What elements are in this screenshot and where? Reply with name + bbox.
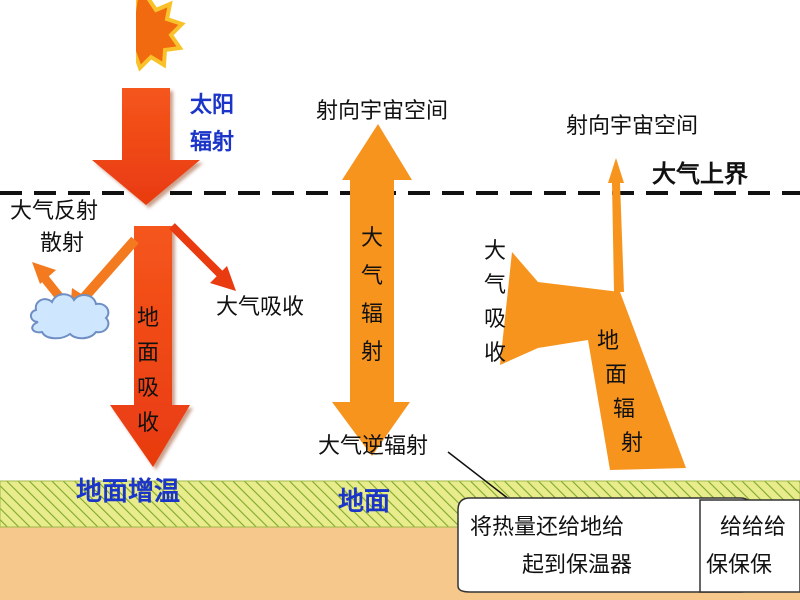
solar-radiation-label-2: 辐射 — [190, 129, 234, 155]
space-label-left: 射向宇宙空间 — [316, 99, 448, 124]
svg-text:地: 地 — [597, 329, 619, 354]
atmosphere-absorb-label: 大气吸收 — [216, 295, 304, 320]
svg-text:面: 面 — [605, 363, 627, 388]
svg-text:辐: 辐 — [361, 302, 383, 327]
svg-text:气: 气 — [484, 273, 506, 298]
reflect-scatter-label-1: 大气反射 — [10, 199, 98, 224]
svg-text:地: 地 — [137, 306, 159, 331]
svg-text:辐: 辐 — [613, 397, 635, 422]
svg-text:面: 面 — [137, 341, 159, 366]
callout-1-line-1: 将热量还给地给 — [470, 515, 624, 540]
svg-text:收: 收 — [484, 341, 506, 366]
svg-text:射: 射 — [621, 431, 643, 456]
svg-text:大: 大 — [361, 226, 383, 251]
svg-text:大: 大 — [484, 239, 506, 264]
counter-radiation-label: 大气逆辐射 — [318, 434, 428, 459]
sun-icon — [108, 0, 186, 74]
ground-absorb-label: 地 面 吸 收 — [137, 306, 159, 436]
space-label-right: 射向宇宙空间 — [566, 114, 698, 139]
callout-1-line-2: 起到保温器 — [522, 553, 632, 578]
svg-text:吸: 吸 — [137, 376, 159, 401]
cloud-icon — [30, 293, 110, 340]
atmosphere-radiation-arrow — [332, 124, 412, 456]
solar-radiation-arrow — [92, 88, 200, 205]
ground-warming-label: 地面增温 — [76, 476, 180, 507]
atmosphere-absorb-vertical-label: 大 气 吸 收 — [484, 239, 506, 366]
ground-radiation-label: 地 面 辐 射 — [597, 329, 643, 456]
ground-absorb-arrow — [110, 226, 190, 467]
svg-text:气: 气 — [361, 264, 383, 289]
solar-radiation-label-1: 太阳 — [190, 93, 234, 118]
atmosphere-absorb-arrow — [169, 223, 236, 291]
svg-text:收: 收 — [137, 411, 159, 436]
ground-label: 地面 — [338, 487, 390, 517]
callout-box-2 — [699, 499, 800, 593]
atmosphere-radiation-label: 大 气 辐 射 — [361, 226, 383, 365]
svg-text:吸: 吸 — [484, 307, 506, 332]
svg-text:射: 射 — [361, 340, 383, 365]
ground-radiation-arrow — [500, 158, 686, 470]
callout-2-line-1: 给给给 — [720, 515, 786, 540]
reflect-scatter-label-2: 散射 — [40, 231, 84, 256]
callout-2-line-2: 保保保 — [706, 553, 772, 578]
atmosphere-top-label: 大气上界 — [652, 160, 748, 188]
